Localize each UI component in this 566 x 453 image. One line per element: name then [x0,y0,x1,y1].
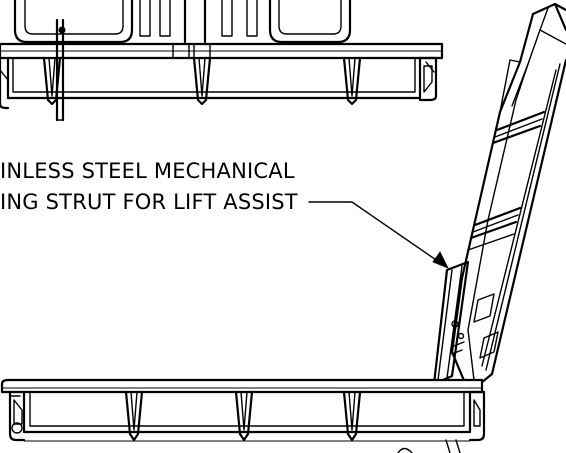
closed-frame [0,0,444,122]
strut-callout: INLESS STEEL MECHANICAL ING STRUT FOR LI… [0,159,449,269]
callout-arrowhead [432,251,449,269]
open-frame-ribs [124,390,362,442]
callout-line-1: INLESS STEEL MECHANICAL [0,159,295,183]
lift-assist-strut [432,260,470,386]
open-lid [450,2,566,394]
callout-line-2: ING STRUT FOR LIFT ASSIST [0,190,298,214]
open-frame [0,378,486,453]
frame-ribs [42,56,362,106]
callout-leader [308,201,443,265]
